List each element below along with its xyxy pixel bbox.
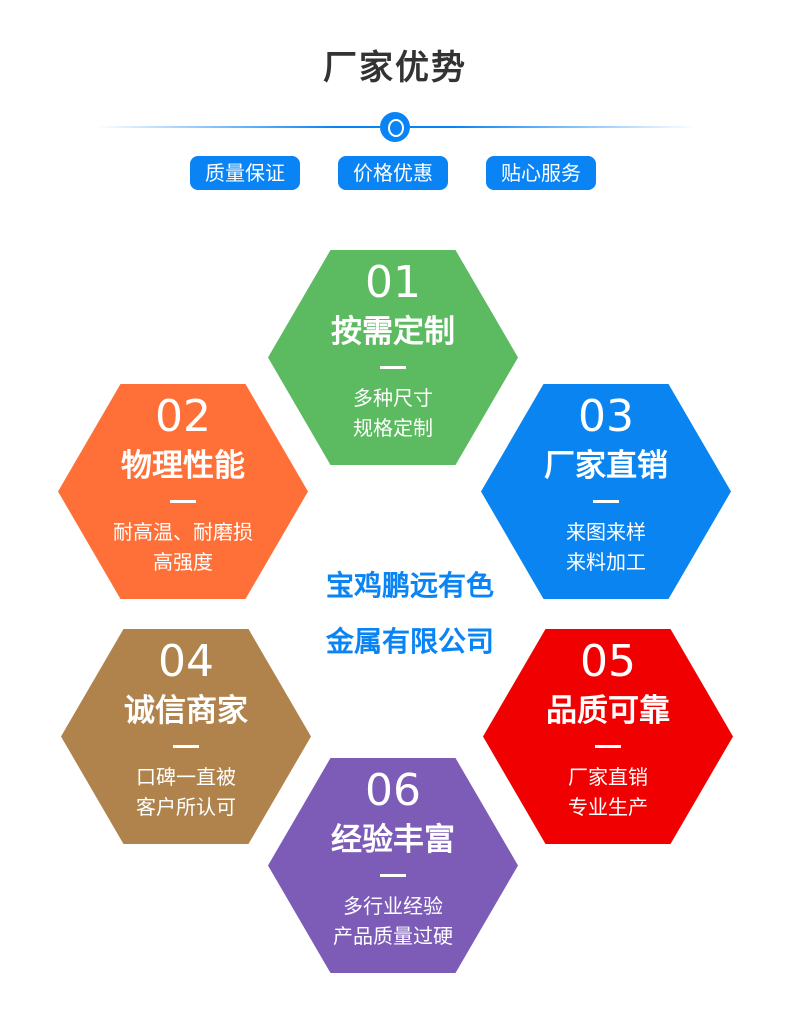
hex-line: 规格定制: [353, 416, 433, 440]
hex-title: 厂家直销: [544, 448, 668, 484]
dash: [380, 874, 406, 877]
hex-line: 产品质量过硬: [333, 924, 453, 948]
dash: [173, 745, 199, 748]
hex-physical: 02 物理性能 耐高温、耐磨损 高强度: [58, 384, 308, 599]
hex-quality: 05 品质可靠 厂家直销 专业生产: [483, 629, 733, 844]
hex-line: 客户所认可: [136, 795, 236, 819]
hex-line: 多行业经验: [343, 894, 443, 918]
circle-icon: [380, 112, 410, 142]
hex-experience: 06 经验丰富 多行业经验 产品质量过硬: [268, 758, 518, 973]
hex-trust: 04 诚信商家 口碑一直被 客户所认可: [61, 629, 311, 844]
hex-line: 专业生产: [568, 795, 648, 819]
hex-direct: 03 厂家直销 来图来样 来料加工: [481, 384, 731, 599]
hex-line: 多种尺寸: [353, 386, 433, 410]
tag-price: 价格优惠: [338, 156, 448, 190]
hex-line: 来料加工: [566, 550, 646, 574]
hex-title: 品质可靠: [546, 693, 670, 729]
hex-custom: 01 按需定制 多种尺寸 规格定制: [268, 250, 518, 465]
hex-title: 诚信商家: [124, 693, 248, 729]
hex-line: 口碑一直被: [136, 765, 236, 789]
dash: [170, 500, 196, 503]
dash: [380, 366, 406, 369]
dash: [595, 745, 621, 748]
hex-number: 05: [580, 636, 636, 687]
hex-line: 耐高温、耐磨损: [113, 520, 253, 544]
dash: [593, 500, 619, 503]
tag-quality: 质量保证: [190, 156, 300, 190]
hex-line: 厂家直销: [568, 765, 648, 789]
tag-service: 贴心服务: [486, 156, 596, 190]
hex-line: 来图来样: [566, 520, 646, 544]
hex-title: 经验丰富: [331, 822, 455, 858]
hex-number: 02: [155, 391, 211, 442]
hex-number: 04: [158, 636, 214, 687]
hex-number: 03: [578, 391, 634, 442]
hex-title: 按需定制: [331, 314, 455, 350]
hex-number: 01: [365, 257, 421, 308]
company-name-line2: 金属有限公司: [325, 625, 494, 658]
company-name-line1: 宝鸡鹏远有色: [325, 569, 494, 602]
hex-number: 06: [365, 765, 421, 816]
hex-title: 物理性能: [121, 448, 245, 484]
hex-line: 高强度: [153, 550, 213, 574]
page-title: 厂家优势: [323, 48, 467, 88]
